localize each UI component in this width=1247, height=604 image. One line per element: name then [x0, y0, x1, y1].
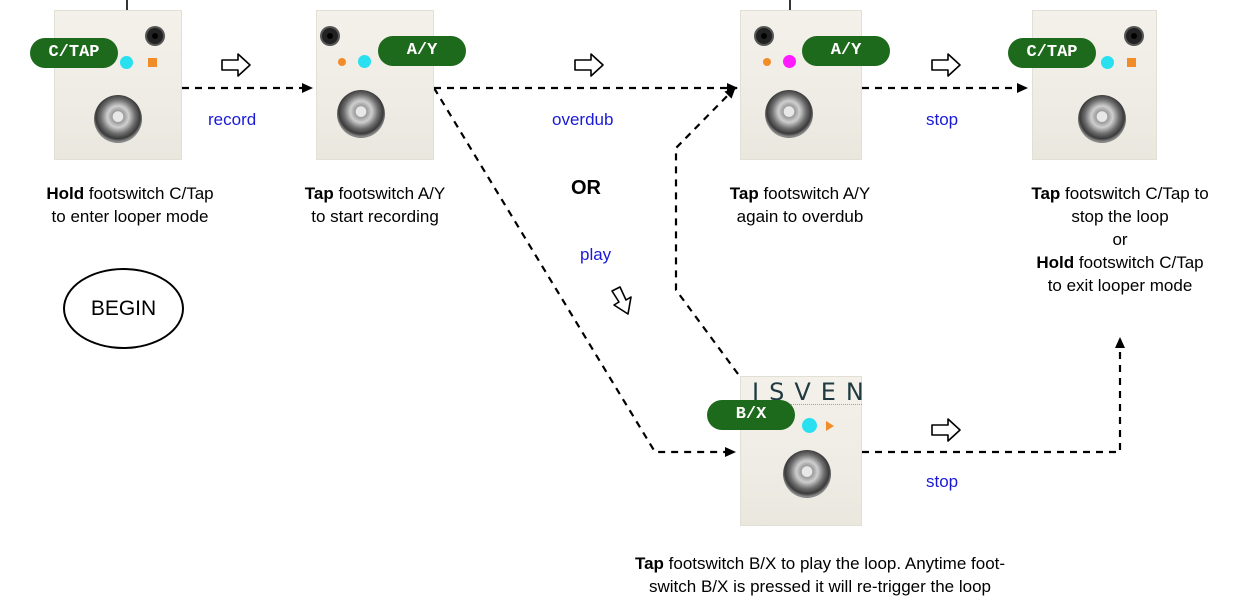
- pedal-ay-record: A/Y: [316, 10, 466, 160]
- caption-bold: Tap: [1031, 184, 1061, 203]
- record-label: record: [208, 110, 257, 129]
- caption-play-loop: Tap footswitch B/X to play the loop. Any…: [520, 552, 1120, 598]
- footswitch-icon: [783, 450, 831, 498]
- caption-text: footswitch C/Tap to: [1060, 184, 1209, 203]
- footswitch-icon: [1078, 95, 1126, 143]
- or-label: OR: [571, 177, 601, 199]
- caption-text: footswitch B/X to play the loop. Anytime…: [663, 554, 1006, 573]
- caption-text: to enter looper mode: [51, 207, 209, 226]
- begin-circle: BEGIN: [63, 268, 184, 349]
- pedal-ctap-stop: C/TAP: [1008, 10, 1157, 160]
- jack-icon: [322, 28, 338, 44]
- led-orange-small: [338, 58, 346, 66]
- hollow-arrow-icon-2: [574, 53, 604, 77]
- caption-text: to start recording: [311, 207, 439, 226]
- caption-text: footswitch A/Y: [333, 184, 446, 203]
- hollow-arrow-icon-3: [931, 53, 961, 77]
- hollow-arrow-icon-1: [221, 53, 251, 77]
- caption-text: stop the loop: [1071, 207, 1169, 226]
- stop-label-bottom: stop: [926, 472, 959, 491]
- caption-text: again to overdub: [736, 207, 864, 226]
- footswitch-icon: [765, 90, 813, 138]
- overdub-label: overdub: [552, 110, 614, 129]
- caption-bold: Hold: [46, 184, 85, 203]
- footswitch-label-ay: A/Y: [378, 36, 466, 66]
- caption-stop-or-exit: Tap footswitch C/Tap to stop the loop or…: [1000, 182, 1240, 297]
- led-cyan: [120, 56, 133, 69]
- led-cyan: [1101, 56, 1114, 69]
- play-label: play: [580, 245, 612, 264]
- caption-bold: Tap: [634, 554, 664, 573]
- led-cyan: [358, 55, 371, 68]
- pedal-ay-overdub: A/Y: [740, 10, 890, 160]
- stop-bottom-connector: [862, 337, 1125, 454]
- hollow-arrow-icon-4: [931, 418, 961, 442]
- caption-text: footswitch C/Tap: [1074, 253, 1204, 272]
- footswitch-label-ctap: C/TAP: [1008, 38, 1096, 68]
- indicator-orange-square: [148, 58, 157, 67]
- led-magenta: [783, 55, 796, 68]
- stop-label-top: stop: [926, 110, 959, 129]
- hollow-arrow-down-icon: [611, 286, 632, 315]
- footswitch-label-ay: A/Y: [802, 36, 890, 66]
- pedal-ctap-hold: C/TAP: [30, 10, 182, 160]
- caption-text: switch B/X is pressed it will re-trigger…: [648, 577, 992, 596]
- caption-text: or: [1112, 230, 1128, 249]
- footswitch-icon: [94, 95, 142, 143]
- caption-text: footswitch A/Y: [758, 184, 871, 203]
- footswitch-label-bx: B/X: [707, 400, 795, 430]
- caption-bold: Hold: [1036, 253, 1075, 272]
- caption-bold: Tap: [304, 184, 334, 203]
- caption-overdub: Tap footswitch A/Y again to overdub: [695, 182, 905, 228]
- brand-divider: [752, 404, 862, 405]
- indicator-orange-square: [1127, 58, 1136, 67]
- jack-icon: [147, 28, 163, 44]
- caption-text: footswitch C/Tap: [84, 184, 214, 203]
- led-cyan: [802, 418, 817, 433]
- footswitch-label-ctap: C/TAP: [30, 38, 118, 68]
- jack-icon: [1126, 28, 1142, 44]
- bx-to-overdub-connector: [674, 87, 739, 375]
- play-indicator-icon: [826, 421, 834, 431]
- caption-text: to exit looper mode: [1047, 276, 1193, 295]
- caption-bold: Tap: [729, 184, 759, 203]
- play-connector: [433, 87, 736, 457]
- pedal-bx-play: ISVEN B/X: [707, 376, 864, 526]
- footswitch-icon: [337, 90, 385, 138]
- led-orange-small: [763, 58, 771, 66]
- caption-enter-looper: Hold footswitch C/Tap to enter looper mo…: [20, 182, 240, 228]
- jack-icon: [756, 28, 772, 44]
- caption-start-recording: Tap footswitch A/Y to start recording: [270, 182, 480, 228]
